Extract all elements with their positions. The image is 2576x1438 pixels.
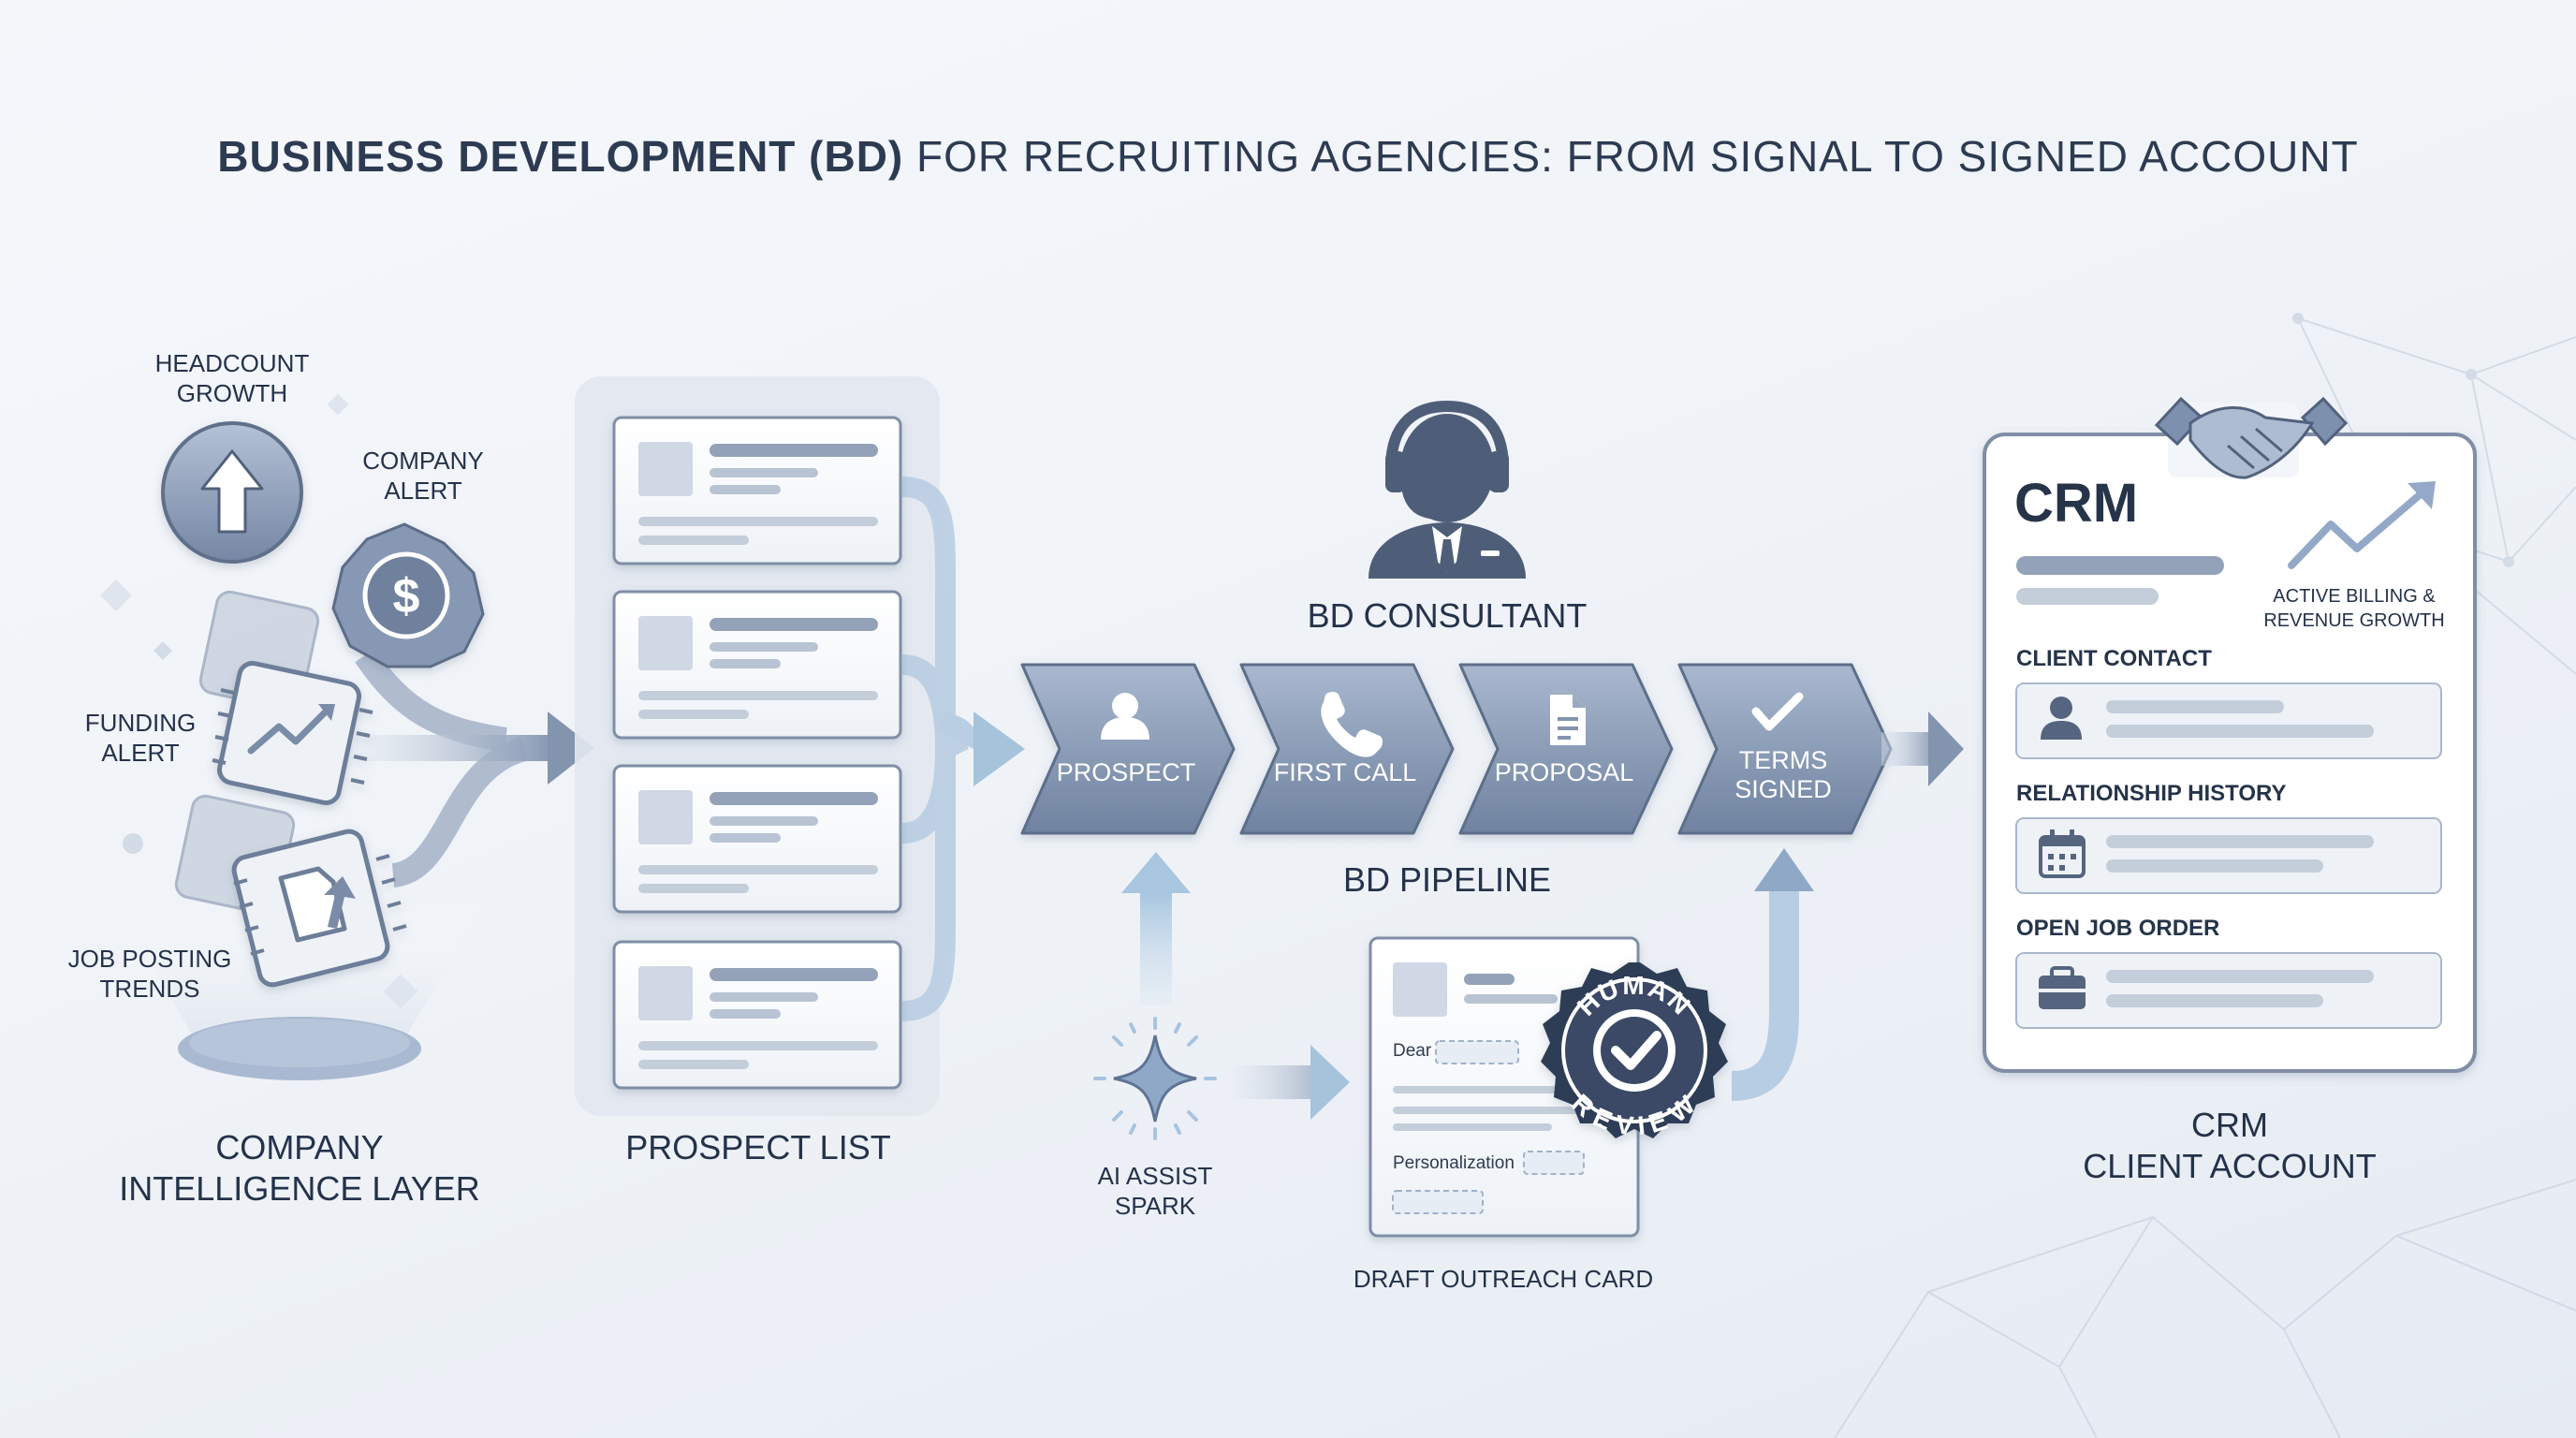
outreach-personalization-text: Personalization [1393, 1153, 1515, 1173]
crm-section-client-contact: CLIENT CONTACT [2016, 646, 2212, 671]
phone-icon [1321, 692, 1383, 757]
stage-proposal-label: PROPOSAL [1494, 758, 1634, 786]
human-review-seal-icon: HUMAN REVIEW [1541, 962, 1728, 1141]
ai-assist-label: AI ASSIST SPARK [1097, 1162, 1213, 1220]
signal-headcount-growth-label: HEADCOUNT GROWTH [154, 349, 310, 407]
page-title: BUSINESS DEVELOPMENT (BD) FOR RECRUITING… [0, 131, 2576, 182]
chevron-terms-signed [1677, 663, 1893, 835]
job-posting-chip-icon [231, 829, 407, 988]
crm-section-client-contact-box [2015, 682, 2442, 759]
stage-prospect-label: PROSPECT [1056, 758, 1196, 786]
crm-title: CRM [2014, 473, 2139, 534]
crm-growth-note: ACTIVE BILLING & REVENUE GROWTH [2263, 586, 2445, 631]
crm-section-open-job-order: OPEN JOB ORDER [2016, 916, 2220, 941]
title-rest: FOR RECRUITING AGENCIES: FROM SIGNAL TO … [916, 132, 2359, 181]
crm-client-account-label: CRM CLIENT ACCOUNT [2083, 1106, 2377, 1185]
chevron-proposal [1458, 663, 1674, 835]
company-alert-dollar-icon: $ [331, 522, 485, 668]
chevron-icons [1101, 692, 1804, 757]
person-icon [1101, 693, 1149, 740]
headcount-growth-icon [161, 421, 303, 564]
document-icon [1550, 695, 1586, 745]
check-icon [1751, 692, 1804, 731]
svg-text:$: $ [393, 569, 420, 624]
prospect-list-label: PROSPECT LIST [625, 1128, 891, 1167]
stage-first-call-label: FIRST CALL [1273, 758, 1417, 786]
prospect-card [612, 590, 902, 740]
prospect-card [612, 940, 902, 1090]
crm-header-bars [2016, 556, 2224, 605]
draft-outreach-card-label: DRAFT OUTREACH CARD [1353, 1265, 1654, 1293]
growth-trend-icon [2288, 481, 2436, 569]
bd-pipeline-label: BD PIPELINE [1342, 860, 1552, 899]
outreach-dear-text: Dear [1393, 1041, 1432, 1061]
prospect-card [612, 416, 902, 565]
pipeline-chevrons [1020, 663, 1893, 835]
intelligence-layer-label: COMPANY INTELLIGENCE LAYER [119, 1128, 480, 1208]
arrow-to-crm [1881, 712, 1964, 786]
intelligence-layer: $ [100, 393, 594, 1080]
crm-section-open-job-order-box [2015, 952, 2442, 1029]
stage-terms-signed-label: TERMS SIGNED [1734, 746, 1832, 803]
bd-consultant-label: BD CONSULTANT [1307, 596, 1588, 635]
crm-section-relationship-history-box [2015, 817, 2442, 894]
ai-assist-flows [1121, 848, 1814, 1120]
crm-section-relationship-history: RELATIONSHIP HISTORY [2016, 781, 2287, 806]
handshake-icon [2154, 396, 2349, 479]
bd-consultant-headset-icon [1368, 400, 1526, 579]
prospect-cards [612, 416, 902, 1090]
funding-alert-chip-icon [212, 661, 373, 805]
title-bold: BUSINESS DEVELOPMENT (BD) [217, 132, 904, 181]
signal-job-posting-trends-label: JOB POSTING TRENDS [67, 945, 232, 1003]
ai-spark-icon [1093, 1017, 1217, 1140]
signal-funding-alert-label: FUNDING ALERT [84, 709, 197, 767]
signal-company-alert-label: COMPANY ALERT [362, 447, 484, 505]
chevron-prospect [1020, 663, 1236, 835]
prospect-card [612, 764, 902, 914]
